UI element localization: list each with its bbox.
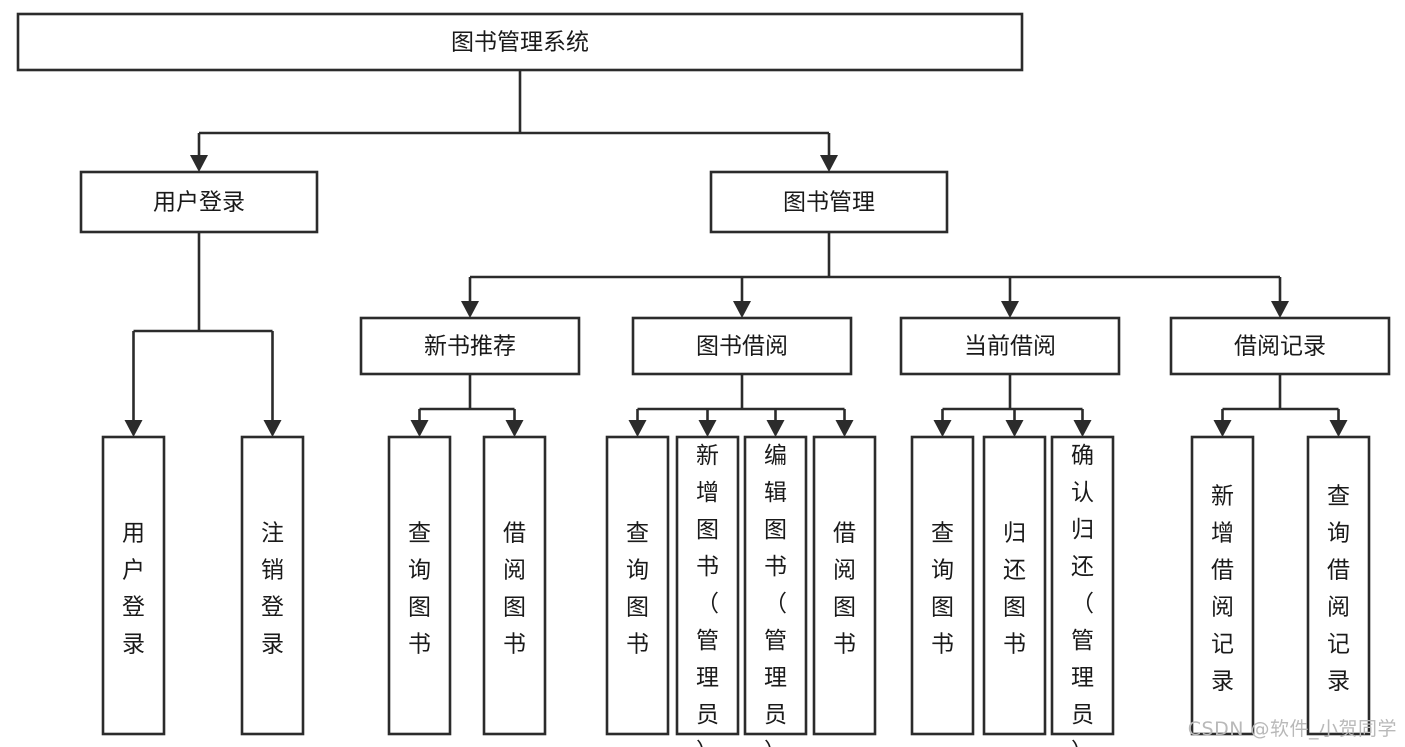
node-label-leaf-query-book-1: 查询图书 [408,520,431,657]
node-current-borrow[interactable]: 当前借阅 [899,316,1121,376]
node-box-leaf-logout [240,435,305,736]
node-box-new-book-recommend [359,316,581,376]
node-leaf-user-login[interactable]: 用户登录 [101,435,166,736]
node-leaf-borrow-book-2[interactable]: 借阅图书 [812,435,877,736]
node-label-root: 图书管理系统 [451,30,589,56]
node-label-leaf-add-book-admin: 新增图书（管理员） [696,443,719,747]
node-leaf-borrow-book-1[interactable]: 借阅图书 [482,435,547,736]
arrow-icon-borrow-records [1271,301,1289,318]
node-user-login[interactable]: 用户登录 [79,170,319,234]
node-label-leaf-borrow-book-1: 借阅图书 [503,520,526,657]
arrow-icon-new-book-recommend [461,301,479,318]
node-label-book-management: 图书管理 [783,190,875,216]
node-layer: 图书管理系统用户登录图书管理新书推荐图书借阅当前借阅借阅记录用户登录注销登录查询… [16,12,1391,747]
node-leaf-add-record[interactable]: 新增借阅记录 [1190,435,1255,736]
node-box-book-management [709,170,949,234]
node-box-leaf-confirm-return-admin [1050,435,1115,736]
arrow-icon-leaf-borrow-book-2 [835,420,854,437]
node-label-leaf-return-book: 归还图书 [1003,520,1026,657]
arrow-icon-user-login [190,155,208,172]
node-label-book-borrow: 图书借阅 [696,334,788,360]
node-box-root [16,12,1024,72]
node-label-leaf-query-record: 查询借阅记录 [1327,483,1350,694]
node-leaf-confirm-return-admin[interactable]: 确认归还（管理员） [1050,435,1115,747]
node-label-current-borrow: 当前借阅 [964,334,1056,360]
node-box-leaf-user-login [101,435,166,736]
arrow-icon-leaf-borrow-book-1 [505,420,524,437]
node-box-leaf-query-record [1306,435,1371,736]
node-borrow-records[interactable]: 借阅记录 [1169,316,1391,376]
arrow-icon-leaf-query-record [1329,420,1348,437]
arrow-icon-leaf-confirm-return-admin [1073,420,1092,437]
csdn-watermark: CSDN @软件_小贺同学 [1187,718,1397,740]
arrow-icon-leaf-user-login [124,420,143,437]
node-label-borrow-records: 借阅记录 [1234,334,1326,360]
arrow-icon-current-borrow [1001,301,1019,318]
arrow-icon-leaf-return-book [1005,420,1024,437]
node-box-leaf-query-book-3 [910,435,975,736]
node-label-leaf-confirm-return-admin: 确认归还（管理员） [1071,443,1094,747]
node-book-management[interactable]: 图书管理 [709,170,949,234]
node-label-leaf-add-record: 新增借阅记录 [1211,483,1234,694]
node-leaf-edit-book-admin[interactable]: 编辑图书（管理员） [743,435,808,747]
node-box-current-borrow [899,316,1121,376]
node-leaf-query-book-3[interactable]: 查询图书 [910,435,975,736]
node-leaf-query-record[interactable]: 查询借阅记录 [1306,435,1371,736]
node-book-borrow[interactable]: 图书借阅 [631,316,853,376]
node-box-leaf-return-book [982,435,1047,736]
arrow-icon-leaf-logout [263,420,282,437]
node-label-leaf-logout: 注销登录 [261,520,284,657]
node-leaf-query-book-2[interactable]: 查询图书 [605,435,670,736]
node-box-leaf-query-book-1 [387,435,452,736]
node-box-leaf-query-book-2 [605,435,670,736]
node-leaf-return-book[interactable]: 归还图书 [982,435,1047,736]
arrow-icon-book-management [820,155,838,172]
node-box-book-borrow [631,316,853,376]
node-label-new-book-recommend: 新书推荐 [424,334,516,360]
node-label-leaf-user-login: 用户登录 [122,520,145,657]
node-label-leaf-query-book-3: 查询图书 [931,520,954,657]
arrow-icon-leaf-edit-book-admin [766,420,785,437]
node-box-leaf-add-record [1190,435,1255,736]
node-root[interactable]: 图书管理系统 [16,12,1024,72]
node-leaf-add-book-admin[interactable]: 新增图书（管理员） [675,435,740,747]
arrow-icon-leaf-query-book-1 [410,420,429,437]
node-box-leaf-add-book-admin [675,435,740,736]
node-box-leaf-edit-book-admin [743,435,808,736]
connector-layer [124,70,1348,437]
node-leaf-query-book-1[interactable]: 查询图书 [387,435,452,736]
arrow-icon-leaf-query-book-3 [933,420,952,437]
node-box-leaf-borrow-book-1 [482,435,547,736]
node-label-leaf-borrow-book-2: 借阅图书 [833,520,856,657]
node-box-borrow-records [1169,316,1391,376]
arrow-icon-book-borrow [733,301,751,318]
node-box-user-login [79,170,319,234]
arrow-icon-leaf-add-record [1213,420,1232,437]
node-label-leaf-edit-book-admin: 编辑图书（管理员） [764,443,787,747]
arrow-icon-leaf-query-book-2 [628,420,647,437]
node-box-leaf-borrow-book-2 [812,435,877,736]
arrow-icon-leaf-add-book-admin [698,420,717,437]
node-new-book-recommend[interactable]: 新书推荐 [359,316,581,376]
node-label-leaf-query-book-2: 查询图书 [626,520,649,657]
node-leaf-logout[interactable]: 注销登录 [240,435,305,736]
node-label-user-login: 用户登录 [153,190,245,216]
